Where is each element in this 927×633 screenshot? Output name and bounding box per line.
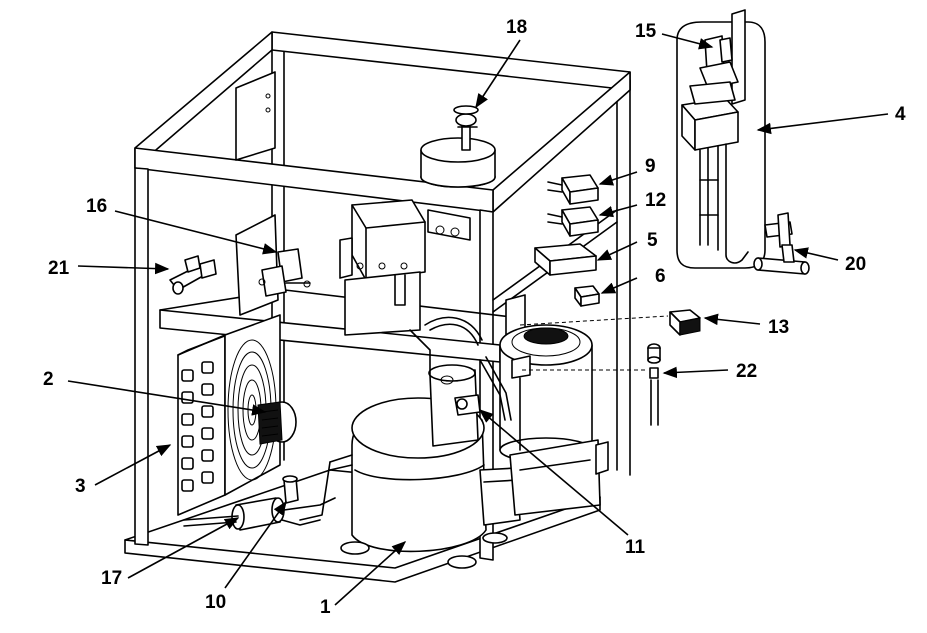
coil-tubes xyxy=(181,361,214,492)
callout-9: 9 xyxy=(645,156,656,177)
callout-10: 10 xyxy=(205,592,226,613)
cabinet-frame xyxy=(134,31,631,561)
callout-21: 21 xyxy=(48,258,70,279)
callout-16: 16 xyxy=(86,196,107,217)
alignment-lines xyxy=(519,315,669,371)
callout-12: 12 xyxy=(645,190,666,211)
relay-6 xyxy=(574,285,600,307)
callout-15: 15 xyxy=(635,21,657,42)
callout-18: 18 xyxy=(506,17,527,38)
receiver-tank xyxy=(420,105,496,188)
contactor-box xyxy=(339,199,471,336)
callout-labels: 18 15 4 9 12 5 6 13 22 20 16 21 2 3 17 1… xyxy=(43,17,906,618)
leader-lines xyxy=(67,33,889,606)
fan-motor xyxy=(257,401,297,445)
pump-motor xyxy=(499,324,609,516)
refrigerant-lines xyxy=(409,316,512,421)
hose-fitting xyxy=(647,343,661,426)
tee-fitting xyxy=(753,212,810,275)
callout-3: 3 xyxy=(75,476,86,497)
callout-1: 1 xyxy=(320,597,331,618)
callout-20: 20 xyxy=(845,254,866,275)
callout-5: 5 xyxy=(647,230,658,251)
callout-2: 2 xyxy=(43,369,54,390)
callout-17: 17 xyxy=(101,568,122,589)
callout-6: 6 xyxy=(655,266,666,287)
rocker-switch xyxy=(669,309,701,336)
switch-12 xyxy=(547,206,599,237)
switch-9 xyxy=(547,174,599,205)
fitting-21 xyxy=(169,255,217,295)
callout-13: 13 xyxy=(768,317,789,338)
solenoid-valve xyxy=(235,214,311,316)
accumulator xyxy=(428,364,481,447)
relay-5 xyxy=(534,243,597,276)
callout-4: 4 xyxy=(895,104,906,125)
float-assembly xyxy=(676,9,766,269)
callout-11: 11 xyxy=(625,537,646,558)
callout-22: 22 xyxy=(736,361,757,382)
